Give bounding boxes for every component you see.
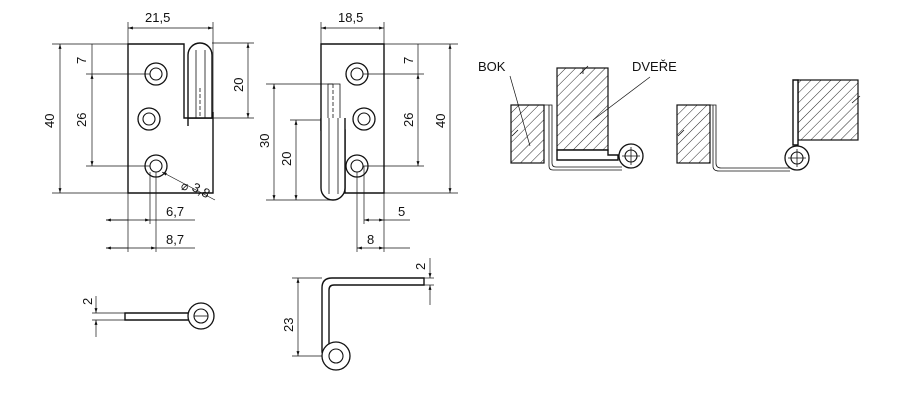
flat-thickness-label: 2 <box>80 298 95 305</box>
door-block <box>556 67 609 151</box>
right-hinge-view: 18,5 40 26 7 30 20 5 8 <box>257 10 458 252</box>
left-hinge-hole-bottom <box>144 154 168 178</box>
bent-height-label: 23 <box>281 318 296 332</box>
door-label: DVEŘE <box>632 59 677 74</box>
section-view-open <box>676 79 861 172</box>
left-height-label: 40 <box>42 114 57 128</box>
right-hinge-hole-top <box>345 62 369 86</box>
bent-strip <box>321 277 425 353</box>
right-pin-label: 20 <box>279 152 294 166</box>
left-diameter-label: 3,8 <box>190 179 213 201</box>
bent-thickness-label: 2 <box>413 263 428 270</box>
side-block <box>510 104 545 164</box>
flat-strip <box>124 312 192 321</box>
right-edge-offset-2-label: 8 <box>367 232 374 247</box>
section-2-door-leaf <box>792 79 799 146</box>
left-offset-small-label: 6,7 <box>166 204 184 219</box>
left-spacing-label: 26 <box>74 113 89 127</box>
left-pin-label: 20 <box>231 78 246 92</box>
left-width-label: 21,5 <box>145 10 170 25</box>
right-edge-offset-label: 5 <box>398 204 405 219</box>
bent-profile-view: 2 23 <box>281 258 434 371</box>
right-hinge-hole-middle <box>352 107 376 131</box>
flat-profile-view: 2 <box>80 296 215 337</box>
left-offset-large-label: 8,7 <box>166 232 184 247</box>
right-top-offset-label: 7 <box>401 57 416 64</box>
diameter-icon: ⌀ <box>181 179 188 193</box>
right-spacing-label: 26 <box>401 113 416 127</box>
section-1-door-leaf <box>556 149 619 161</box>
left-hinge-knuckle <box>187 42 213 126</box>
left-top-offset-label: 7 <box>74 57 89 64</box>
section-view-labeled: BOK DVEŘE <box>478 59 677 171</box>
right-pin-total-label: 30 <box>257 134 272 148</box>
side-label: BOK <box>478 59 506 74</box>
door-block-2 <box>797 79 859 141</box>
side-block-2 <box>676 104 711 164</box>
right-hinge-knuckle <box>320 118 346 201</box>
right-height-label: 40 <box>433 114 448 128</box>
left-hinge-hole-middle <box>137 107 161 131</box>
right-width-label: 18,5 <box>338 10 363 25</box>
left-hinge-view: 21,5 40 26 7 20 ⌀ 3,8 6,7 8,7 <box>42 10 254 252</box>
